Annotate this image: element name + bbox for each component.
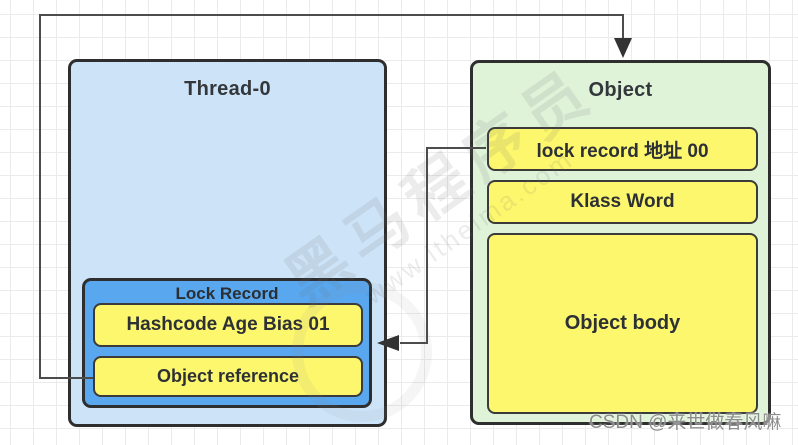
object-box: Object lock record 地址 00 Klass Word Obje… bbox=[470, 60, 771, 425]
lock-record-address-field: lock record 地址 00 bbox=[487, 127, 758, 171]
arrowhead-down-icon bbox=[614, 38, 632, 58]
object-reference-field: Object reference bbox=[93, 356, 363, 397]
hashcode-age-bias-field: Hashcode Age Bias 01 bbox=[93, 303, 363, 347]
thread-0-title: Thread-0 bbox=[184, 78, 271, 100]
object-body-field: Object body bbox=[487, 233, 758, 414]
klass-word-field: Klass Word bbox=[487, 180, 758, 224]
lock-record-title: Lock Record bbox=[175, 284, 279, 303]
object-title: Object bbox=[588, 79, 653, 101]
thread-0-box: Thread-0 Lock Record Hashcode Age Bias 0… bbox=[68, 59, 387, 427]
lock-record-box: Lock Record Hashcode Age Bias 01 Object … bbox=[82, 278, 372, 408]
